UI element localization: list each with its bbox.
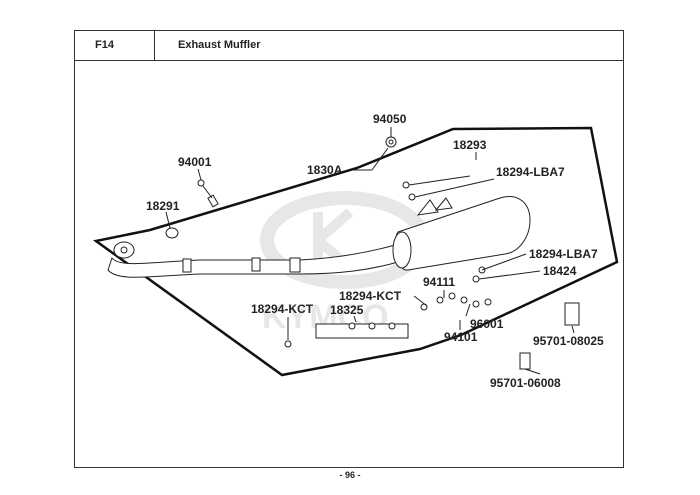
bolt-94001: [207, 194, 219, 208]
part-labels: 94050 94001 18293 1830A 18294-LBA7 18291…: [146, 112, 604, 390]
grommet-18424: [472, 275, 480, 283]
assembly-outline: [92, 126, 619, 377]
label-18294-LBA7-top: 18294-LBA7: [496, 165, 565, 179]
label-95701-06008: 95701-06008: [490, 376, 561, 390]
label-18294-KCT-left: 18294-KCT: [251, 302, 314, 316]
diagram-frame: F14 Exhaust Muffler: [74, 30, 624, 468]
label-94101: 94101: [444, 330, 478, 344]
header-row: F14 Exhaust Muffler: [75, 31, 623, 61]
washer-18294-kct-left: [284, 340, 292, 348]
bolt-95701-08025: [564, 302, 580, 326]
washer-18293: [402, 181, 410, 189]
label-18424: 18424: [543, 264, 577, 278]
exhaust-pipe: [107, 241, 399, 278]
label-94050: 94050: [373, 112, 407, 126]
gasket-18325: [315, 323, 409, 339]
label-94001: 94001: [178, 155, 212, 169]
washer-94001: [197, 179, 205, 187]
label-18294-KCT-mid: 18294-KCT: [339, 289, 402, 303]
muffler: [392, 196, 531, 271]
label-18325: 18325: [330, 303, 364, 317]
label-18294-LBA7-right: 18294-LBA7: [529, 247, 598, 261]
label-18293: 18293: [453, 138, 487, 152]
page-number: - 96 -: [339, 470, 361, 480]
section-title: Exhaust Muffler: [178, 39, 261, 51]
hardware-parts: [165, 136, 580, 370]
label-18291: 18291: [146, 199, 180, 213]
bolt-95701-06008: [519, 352, 531, 370]
label-95701-08025: 95701-08025: [533, 334, 604, 348]
washer-18294-lba7: [408, 193, 416, 201]
leader-lines: [165, 127, 575, 375]
label-96001: 96001: [470, 317, 504, 331]
label-94111: 94111: [423, 275, 455, 289]
section-code: F14: [75, 31, 155, 60]
clamp-18291: [165, 227, 179, 239]
label-1830A: 1830A: [307, 163, 343, 177]
